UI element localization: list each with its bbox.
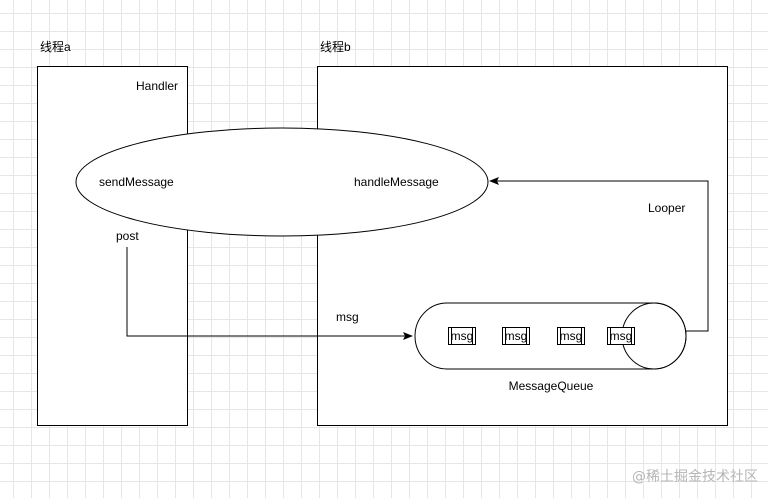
handle-message-label: handleMessage bbox=[354, 175, 439, 189]
thread-b-title: 线程b bbox=[320, 40, 351, 54]
handler-label: Handler bbox=[136, 79, 179, 93]
looper-connector bbox=[489, 177, 709, 332]
queue-msg-1: msg bbox=[448, 327, 476, 345]
post-label: post bbox=[116, 229, 139, 243]
post-connector bbox=[126, 247, 413, 340]
msg-label: msg bbox=[336, 310, 359, 324]
queue-msg-3: msg bbox=[557, 327, 585, 345]
message-queue-label: MessageQueue bbox=[508, 379, 594, 393]
watermark: @稀土掘金技术社区 bbox=[632, 469, 758, 485]
looper-label: Looper bbox=[648, 201, 686, 215]
send-message-label: sendMessage bbox=[99, 175, 174, 189]
thread-a-title: 线程a bbox=[40, 40, 71, 54]
queue-msg-4: msg bbox=[607, 327, 635, 345]
handler-ellipse bbox=[75, 127, 489, 237]
queue-msg-2: msg bbox=[502, 327, 530, 345]
thread-a-box bbox=[37, 66, 188, 426]
